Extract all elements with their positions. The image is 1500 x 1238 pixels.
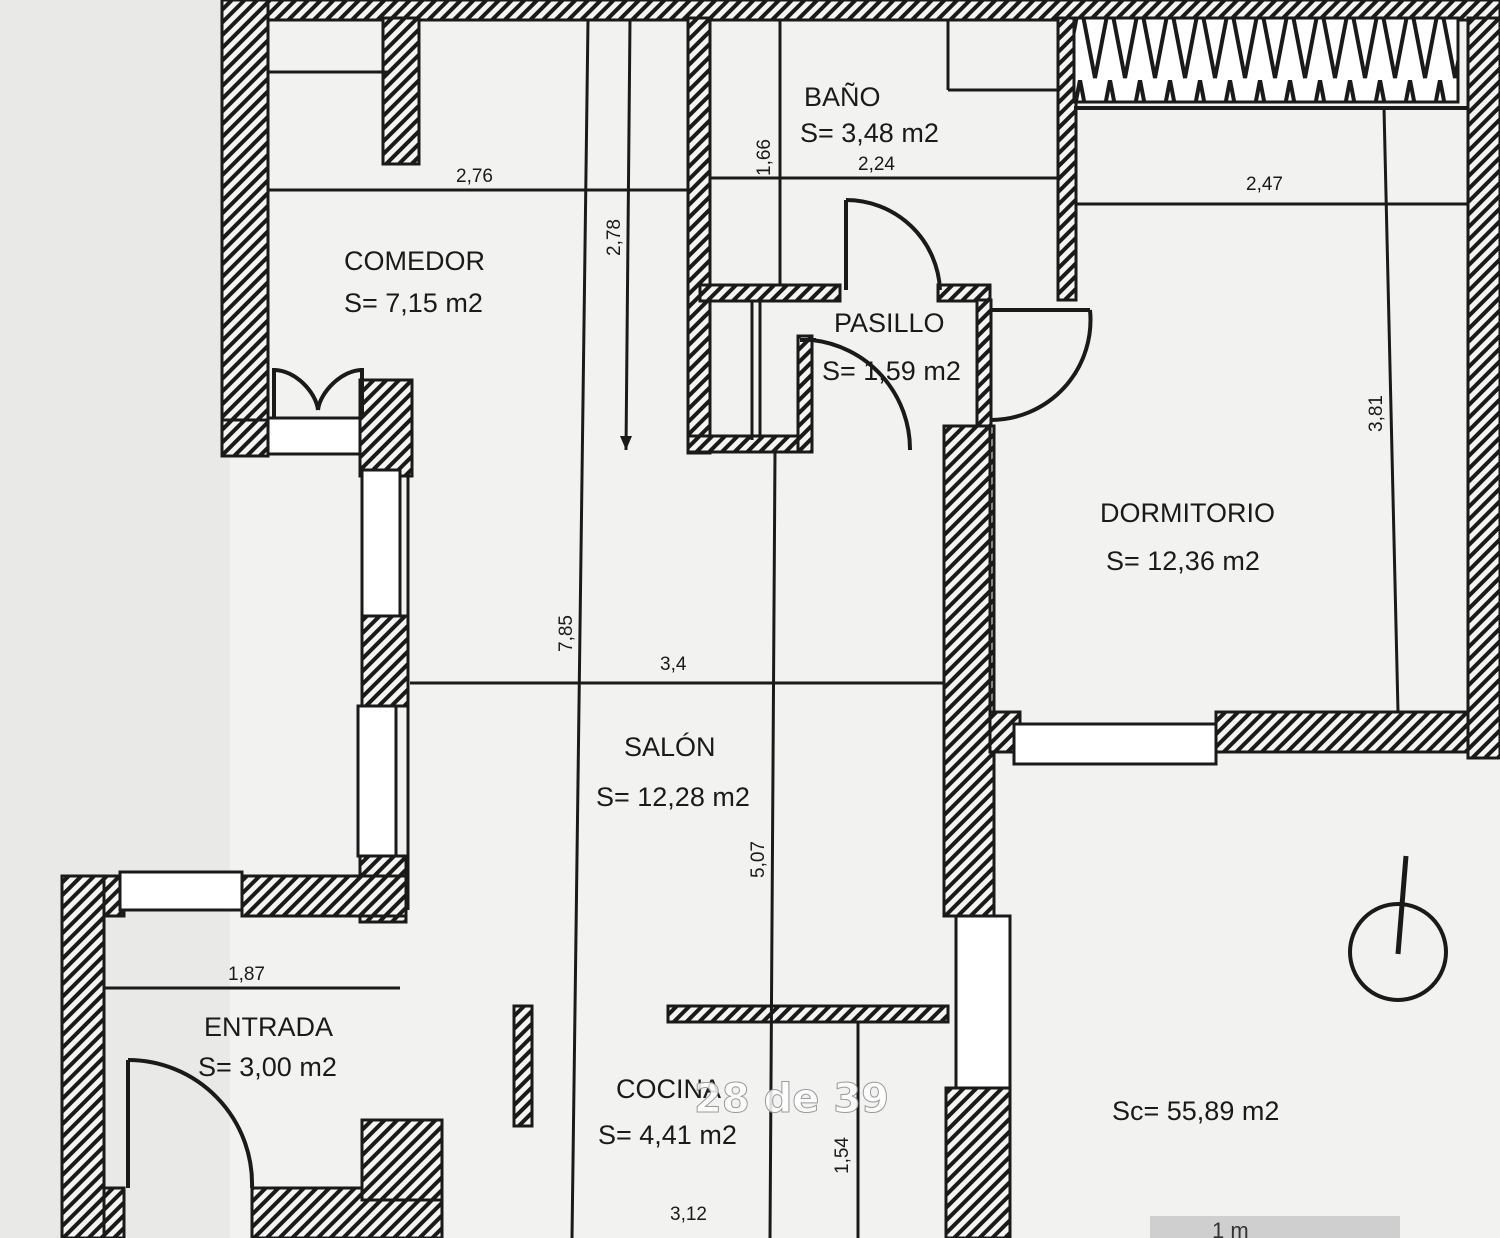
dim-salon-height: 7,85 [556,615,577,652]
dim-entrada-width: 1,87 [228,964,265,985]
dim-bano-height: 1,66 [754,139,775,176]
room-area-bano: S= 3,48 m2 [800,118,939,148]
interior-lines [104,19,1468,1238]
total-area: Sc= 55,89 m2 [1112,1096,1279,1126]
dim-comedor-width: 2,76 [456,166,493,187]
dim-cocina-height: 5,07 [748,841,769,878]
wardrobe [1072,16,1460,104]
dimension-arrows [620,436,632,450]
walls [60,0,1500,1238]
room-area-salon: S= 12,28 m2 [596,782,750,812]
room-name-comedor: COMEDOR [344,246,485,276]
room-area-comedor: S= 7,15 m2 [344,288,483,318]
room-name-entrada: ENTRADA [204,1012,333,1042]
room-name-cocina: COCINA [616,1074,721,1104]
room-area-pasillo: S= 1,59 m2 [822,356,961,386]
room-area-entrada: S= 3,00 m2 [198,1052,337,1082]
room-name-salon: SALÓN [624,731,716,762]
windows [118,416,1218,1090]
doors [126,197,1093,1189]
page-indicator: 28 de 39 [694,1076,889,1122]
room-area-dormitorio: S= 12,36 m2 [1106,546,1260,576]
dim-comedor-height: 2,78 [604,219,625,256]
dim-cocina-short: 1,54 [832,1137,853,1174]
dim-dormitorio-height: 3,81 [1366,395,1387,432]
room-area-cocina: S= 4,41 m2 [598,1120,737,1150]
room-name-bano: BAÑO [804,81,881,112]
room-name-dormitorio: DORMITORIO [1100,498,1275,528]
dim-salon-width: 3,4 [660,654,687,675]
north-arrow-icon [1348,855,1448,1002]
dim-dormitorio-width: 2,47 [1246,174,1283,195]
dim-bano-width: 2,24 [858,154,895,175]
scale-bar [1150,1216,1400,1238]
room-name-pasillo: PASILLO [834,308,945,338]
dim-cocina-width: 3,12 [670,1204,707,1225]
scale-label: 1 m [1212,1218,1249,1238]
